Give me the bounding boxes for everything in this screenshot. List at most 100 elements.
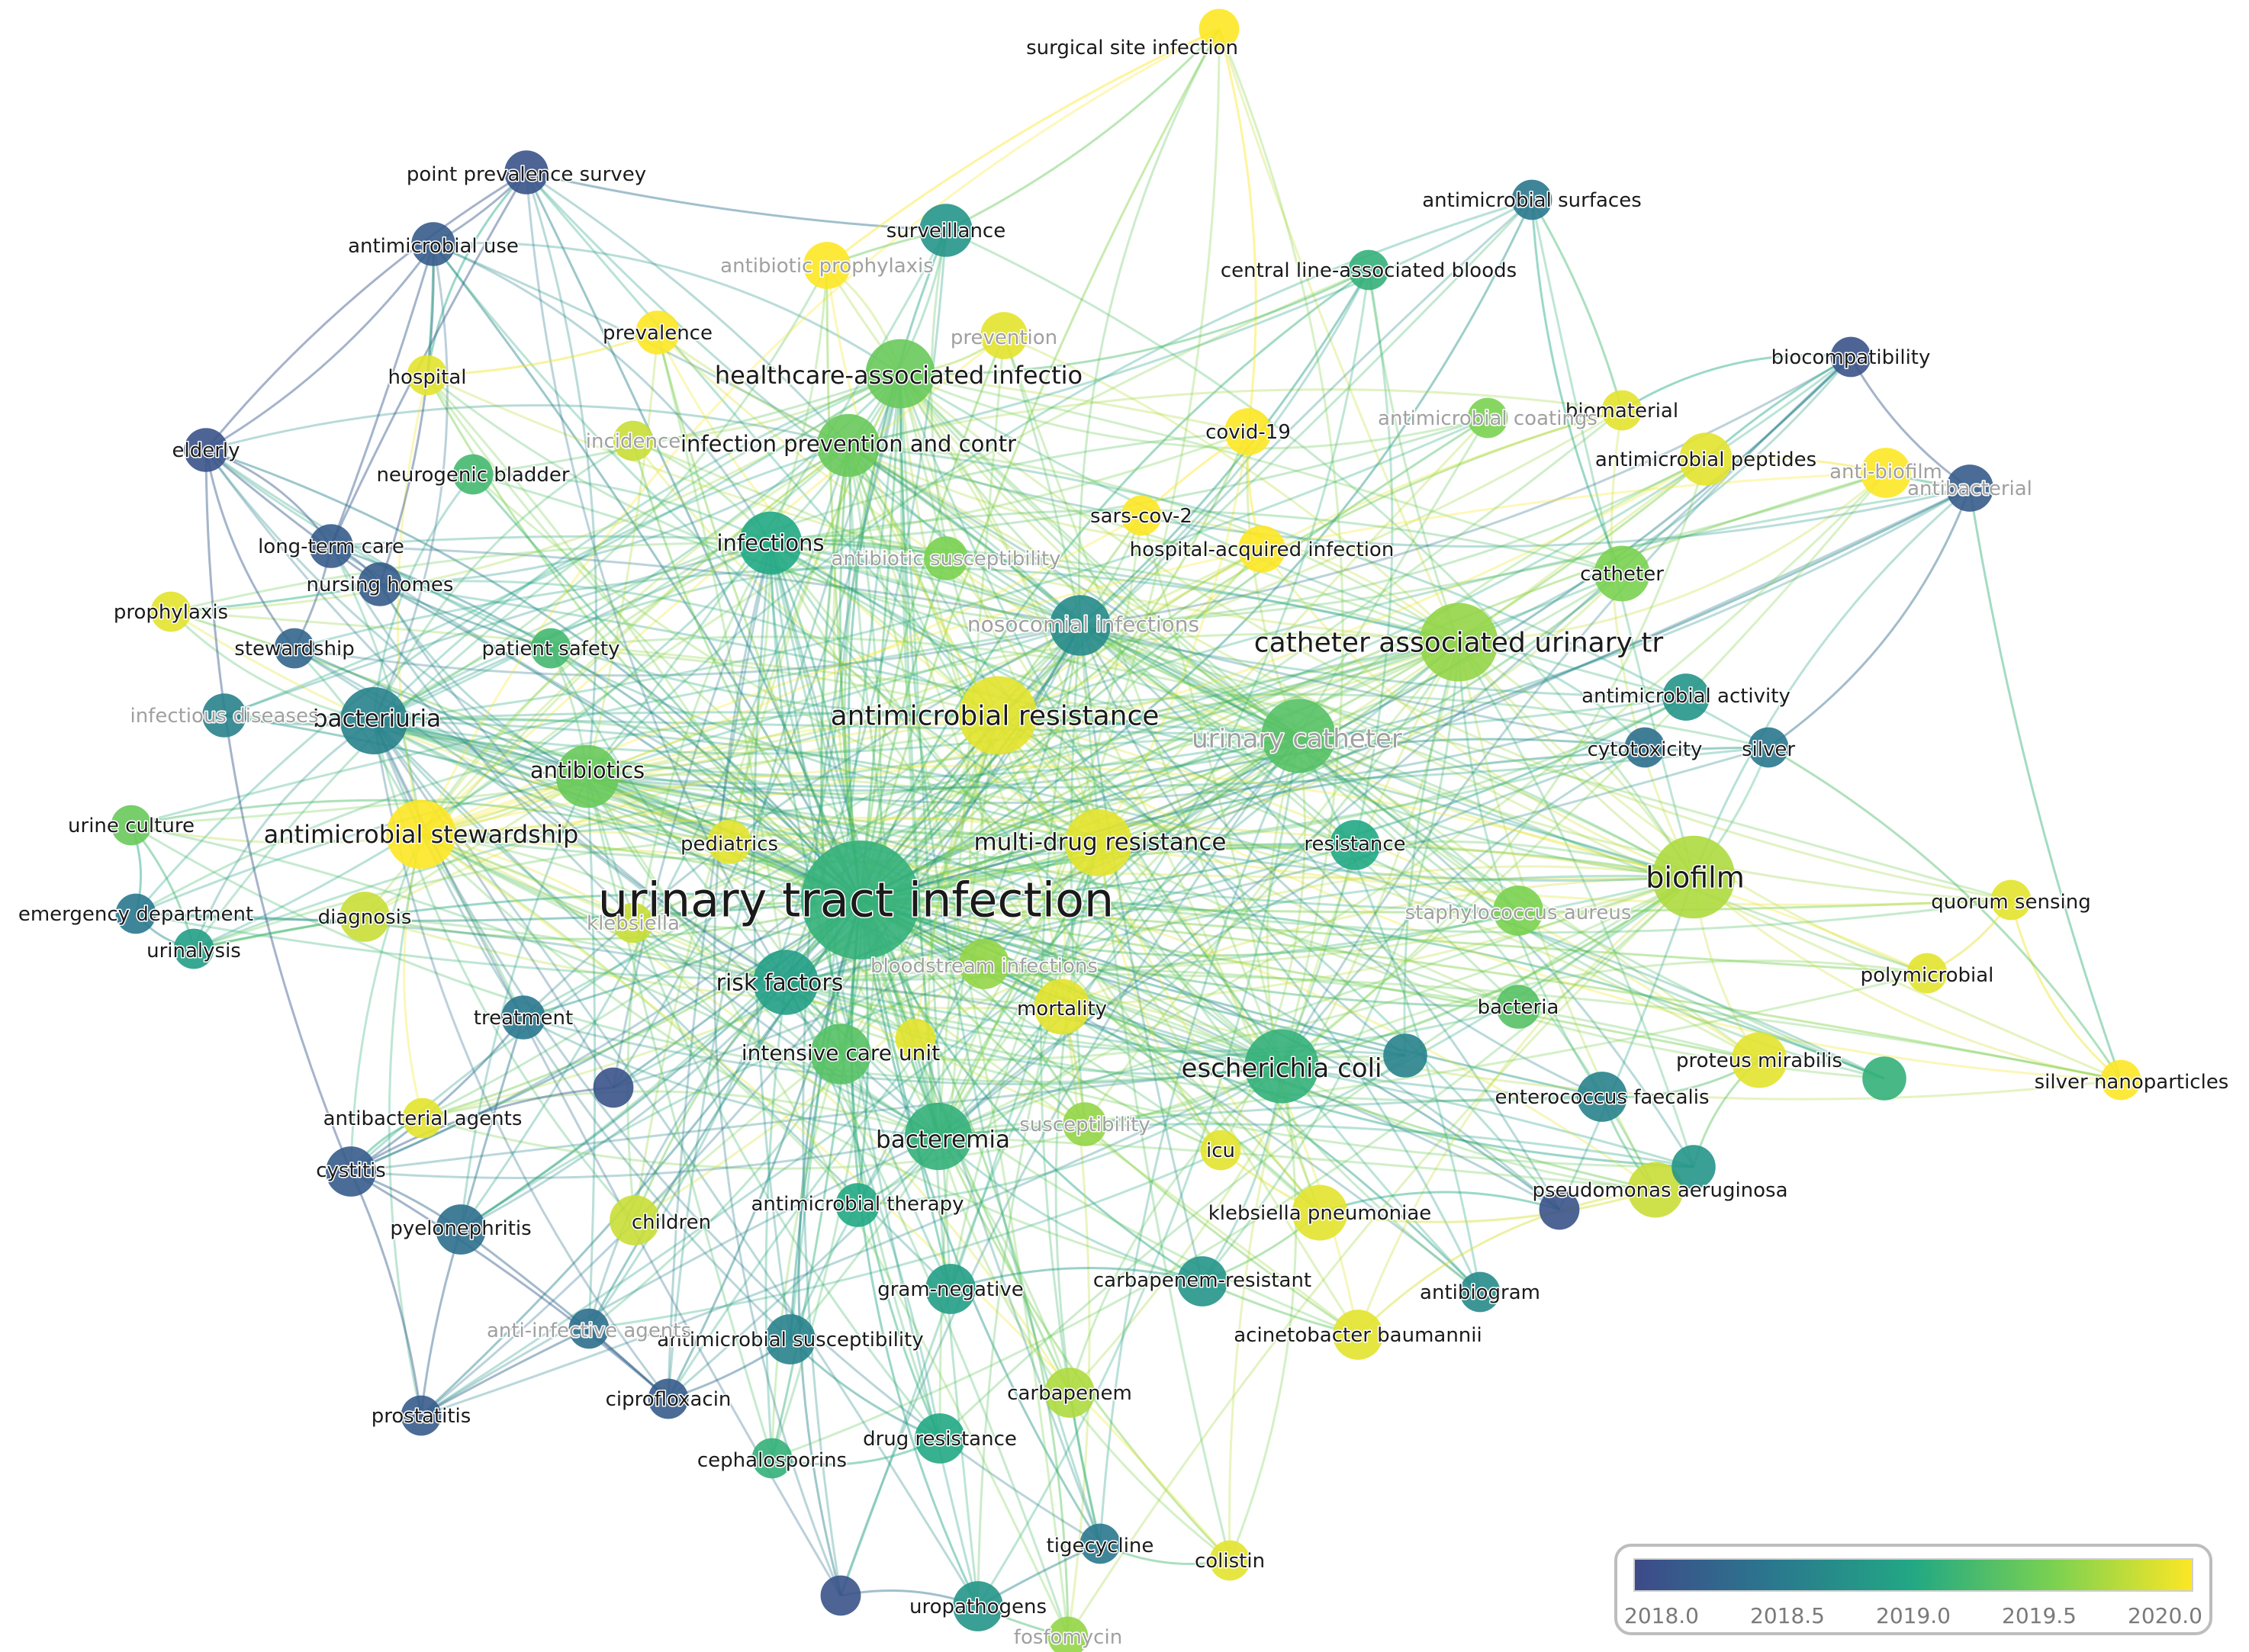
node-mdr[interactable] [1064,808,1133,877]
node-carbres[interactable] [1177,1256,1227,1306]
node-suscept[interactable] [1063,1102,1107,1146]
edge-mdr-kpneu [1097,842,1321,1213]
node-nh[interactable] [358,562,402,606]
node-polymicro[interactable] [1906,953,1948,994]
node-biofilm[interactable] [1652,835,1736,919]
node-pseud[interactable] [1627,1162,1684,1218]
node-tige[interactable] [1079,1523,1121,1564]
node-amther[interactable] [835,1183,880,1227]
node-noso[interactable] [1050,595,1111,656]
node-amsurf[interactable] [1511,179,1552,220]
node-urinalysis[interactable] [173,928,214,969]
node-prostatitis[interactable] [401,1395,442,1436]
node-ecoli[interactable] [1244,1029,1319,1104]
node-surveillance[interactable] [919,204,973,257]
node-catheter[interactable] [1594,545,1650,602]
node-hacq[interactable] [1238,525,1285,573]
node-diagnosis[interactable] [339,892,390,942]
node-prevalence[interactable] [635,310,680,355]
node-antibiogram[interactable] [1459,1271,1501,1313]
node-amact[interactable] [1662,673,1710,721]
node-antibact[interactable] [1946,464,1993,512]
node-sarscov2[interactable] [1121,495,1162,536]
node-stewardship[interactable] [274,628,315,669]
node-staph[interactable] [1493,885,1543,936]
node-entero[interactable] [1577,1072,1627,1122]
node-ssi[interactable] [1199,8,1240,50]
node-cystitis[interactable] [326,1146,376,1197]
node-inc[interactable] [613,420,654,461]
node-gramneg[interactable] [925,1264,976,1314]
node-unk3[interactable] [593,1067,634,1108]
node-covid[interactable] [1224,408,1272,455]
node-abs[interactable] [924,536,968,580]
node-children[interactable] [610,1195,660,1245]
node-cipro[interactable] [648,1378,689,1419]
node-unk4[interactable] [1383,1033,1427,1078]
node-pyelo[interactable] [436,1204,486,1255]
node-cauti[interactable] [1419,603,1498,682]
node-bacteriuria[interactable] [339,686,408,755]
node-resistance[interactable] [1330,820,1380,870]
node-unk1[interactable] [1862,1056,1906,1101]
node-amr[interactable] [958,676,1038,755]
node-biocomp[interactable] [1830,336,1871,378]
node-neurob[interactable] [452,454,494,495]
node-ipc[interactable] [816,413,880,477]
node-drugres[interactable] [915,1413,965,1464]
node-infections[interactable] [738,511,803,575]
node-kpneu[interactable] [1292,1184,1348,1241]
node-silver[interactable] [1748,727,1789,768]
node-uti[interactable] [801,840,920,959]
node-ams[interactable] [386,799,456,869]
node-icu_unit[interactable] [810,1024,871,1085]
node-biomat[interactable] [1601,390,1643,431]
node-unk2[interactable] [895,1018,936,1059]
node-ed[interactable] [115,893,156,934]
node-prophylaxis[interactable] [150,591,191,632]
node-ltc[interactable] [309,524,353,568]
node-unk5[interactable] [1539,1189,1580,1230]
node-carbapenem[interactable] [1044,1368,1095,1418]
node-cyto[interactable] [1624,727,1665,768]
node-antibiofilm[interactable] [1861,448,1911,498]
node-agnp[interactable] [2100,1059,2141,1101]
node-prevention[interactable] [980,312,1028,359]
node-patsafe[interactable] [530,628,571,669]
node-treatment[interactable] [501,995,545,1040]
node-riskf[interactable] [753,950,819,1015]
node-acinet[interactable] [1333,1310,1383,1360]
node-clabsi[interactable] [1348,249,1389,291]
node-bacteria[interactable] [1496,985,1540,1029]
node-uculture[interactable] [111,805,152,846]
node-antiinf[interactable] [568,1308,610,1349]
node-unk6[interactable] [820,1575,861,1616]
node-unk7[interactable] [1671,1145,1716,1189]
node-bacteremia[interactable] [904,1102,973,1171]
node-pediatrics[interactable] [707,820,751,864]
node-bsi[interactable] [959,939,1009,989]
node-infdis[interactable] [202,693,246,738]
node-hospital[interactable] [407,355,448,396]
node-mortality[interactable] [1034,979,1090,1035]
node-uropath[interactable] [953,1581,1003,1631]
node-cephalo[interactable] [751,1438,793,1479]
node-icu[interactable] [1200,1130,1241,1171]
node-colistin[interactable] [1209,1540,1250,1581]
node-amp[interactable] [1679,432,1733,486]
node-elderly[interactable] [184,428,228,472]
node-abx[interactable] [555,744,619,808]
node-amcoat[interactable] [1467,397,1508,439]
node-antibag[interactable] [402,1098,443,1139]
node-proteus[interactable] [1731,1032,1787,1088]
node-klebs2[interactable] [613,902,654,943]
node-hai[interactable] [865,339,935,409]
node-pps[interactable] [504,150,549,194]
edge-ecoli-riskf [785,981,1282,1075]
node-qs[interactable] [1990,879,2032,921]
node-ucath[interactable] [1261,699,1336,773]
node-amuse[interactable] [411,222,455,266]
node-fosfo[interactable] [1047,1616,1089,1652]
node-amsus[interactable] [765,1314,816,1364]
node-abproph[interactable] [803,242,851,289]
